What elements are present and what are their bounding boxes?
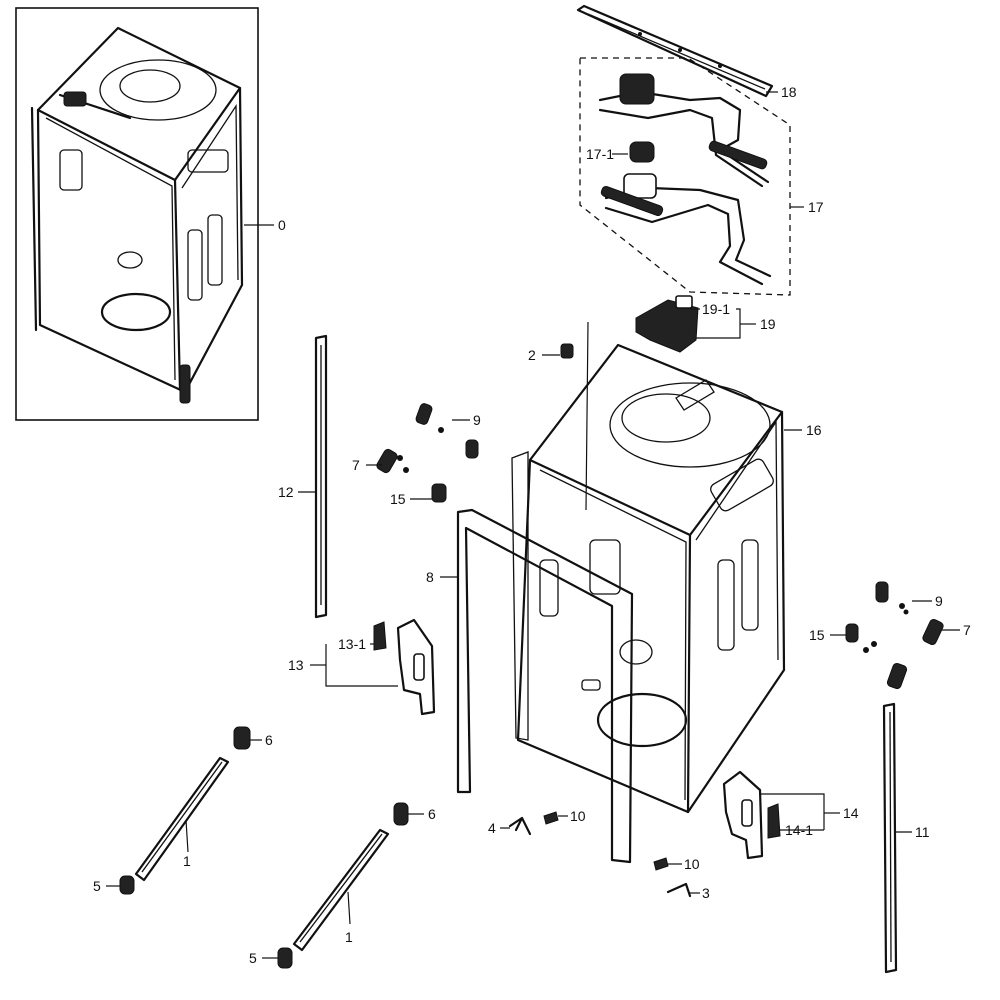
callout-7-right: 7 [963, 622, 971, 638]
callout-13-1: 13-1 [338, 636, 366, 652]
callout-9-right: 9 [935, 593, 943, 609]
callout-19-1: 19-1 [702, 301, 730, 317]
callout-10-upper: 10 [570, 808, 586, 824]
top-rail-part [576, 4, 774, 98]
left-hinge-part [373, 618, 436, 716]
small-parts-left [376, 403, 479, 503]
callout-11: 11 [915, 824, 930, 840]
callout-18: 18 [781, 84, 797, 100]
right-hinge-part [722, 770, 781, 860]
callout-5-upper: 5 [93, 878, 101, 894]
right-vertical-rail [882, 702, 898, 974]
callout-15-right: 15 [809, 627, 825, 643]
callout-1-left: 1 [183, 853, 191, 869]
callout-16: 16 [806, 422, 822, 438]
main-tub-part [516, 343, 786, 814]
small-parts-right [845, 581, 944, 690]
callout-17-1: 17-1 [586, 146, 614, 162]
callout-3: 3 [702, 885, 710, 901]
callout-2: 2 [528, 347, 536, 363]
callout-14: 14 [843, 805, 859, 821]
center-bottom-rail [277, 802, 409, 969]
callout-8: 8 [426, 569, 434, 585]
callout-12: 12 [278, 484, 294, 500]
left-bottom-rail [119, 726, 251, 895]
callout-9-left: 9 [473, 412, 481, 428]
callout-13: 13 [288, 657, 304, 673]
callout-6-lower: 6 [428, 806, 436, 822]
bracket-part-19 [635, 295, 699, 353]
callout-4: 4 [488, 820, 496, 836]
callout-17: 17 [808, 199, 824, 215]
clip-part-2 [560, 343, 574, 359]
callout-14-1: 14-1 [785, 822, 813, 838]
callout-7-left: 7 [352, 457, 360, 473]
callout-15-left: 15 [390, 491, 406, 507]
callout-10-lower: 10 [684, 856, 700, 872]
screws-and-clips [508, 811, 692, 898]
callout-6-upper: 6 [265, 732, 273, 748]
door-gasket-part [456, 451, 634, 864]
tub-assembly-inset [15, 7, 259, 421]
callout-5-lower: 5 [249, 950, 257, 966]
callout-19: 19 [760, 316, 776, 332]
spray-arm-assembly [579, 57, 791, 296]
callout-1-center: 1 [345, 929, 353, 945]
callout-0: 0 [278, 217, 286, 233]
left-vertical-rail [314, 334, 328, 619]
